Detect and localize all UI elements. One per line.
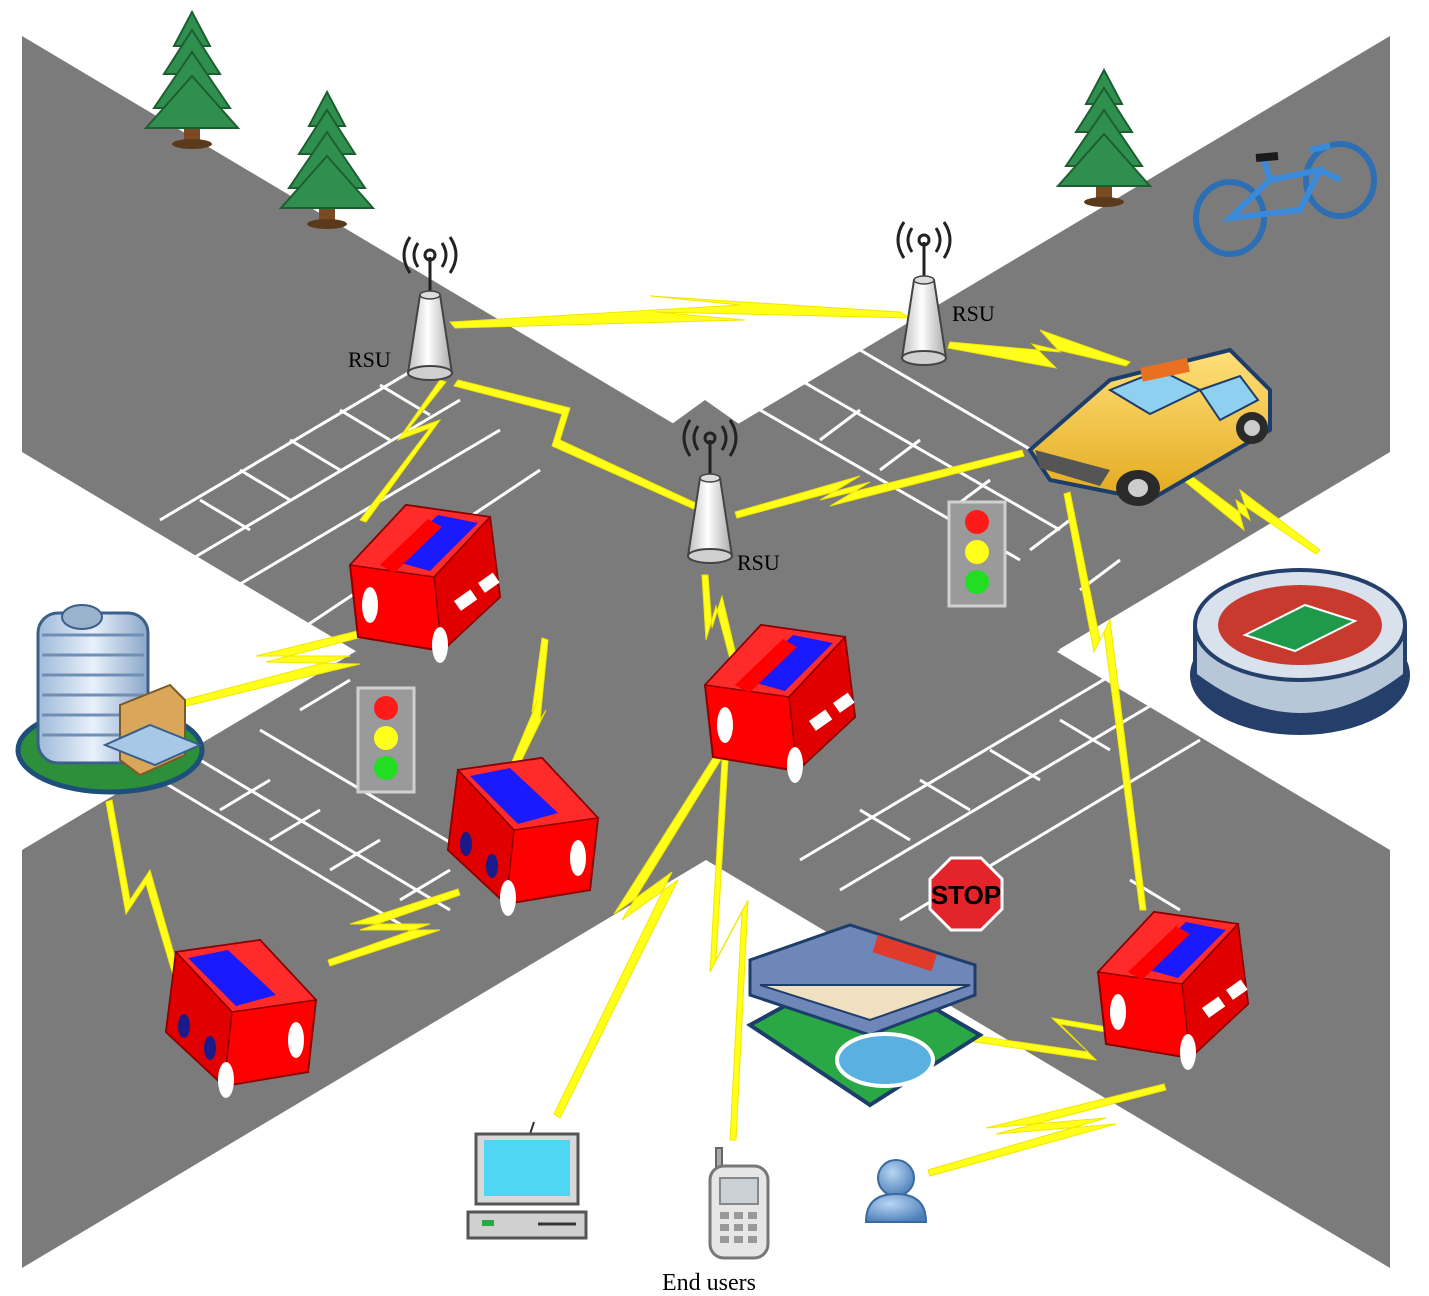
user-icon xyxy=(864,1159,928,1223)
mobile-phone-icon xyxy=(708,1147,770,1260)
wireless-links xyxy=(105,295,1321,1177)
rsu-center: RSU xyxy=(682,418,780,575)
link-car-3-to-computer xyxy=(553,743,729,1119)
stadium-icon xyxy=(1190,568,1410,735)
desktop-computer-icon xyxy=(466,1121,588,1240)
stop-sign-label: STOP xyxy=(931,880,1001,910)
taxi-icon xyxy=(1027,347,1272,506)
antenna-tower-icon xyxy=(896,220,952,367)
rsu-right: RSU xyxy=(896,220,995,367)
link-taxi-to-stadium xyxy=(1165,459,1321,555)
traffic-light-icon xyxy=(356,686,416,794)
rsu-left: RSU xyxy=(348,235,458,382)
tree-icon xyxy=(1057,69,1151,208)
link-rsu-center-to-taxi xyxy=(734,449,1025,519)
link-car-2-to-car-4 xyxy=(327,888,461,967)
tree-icon xyxy=(280,91,374,230)
end-users-label: End users xyxy=(662,1270,756,1296)
link-car-3-to-phone xyxy=(709,759,749,1141)
road-center xyxy=(360,400,1060,860)
traffic-light-icon xyxy=(947,500,1007,608)
stop-sign-icon: STOP xyxy=(928,856,1004,932)
office-building-icon xyxy=(15,604,205,795)
bicycle-icon xyxy=(1193,141,1377,257)
tree-icon xyxy=(145,11,239,150)
link-taxi-to-car-5 xyxy=(1063,491,1147,911)
link-rsu-left-to-rsu-right xyxy=(448,295,912,329)
rsu-label: RSU xyxy=(348,347,391,372)
motel-icon xyxy=(746,923,984,1108)
link-rsu-right-to-taxi xyxy=(947,329,1131,369)
link-rsu-left-to-car-1 xyxy=(359,379,447,523)
intersection-roads xyxy=(22,36,1390,1268)
rsu-label: RSU xyxy=(737,550,780,575)
rsu-label: RSU xyxy=(952,301,995,326)
parking-lines xyxy=(159,348,1201,932)
link-car-5-to-user xyxy=(927,1083,1167,1177)
